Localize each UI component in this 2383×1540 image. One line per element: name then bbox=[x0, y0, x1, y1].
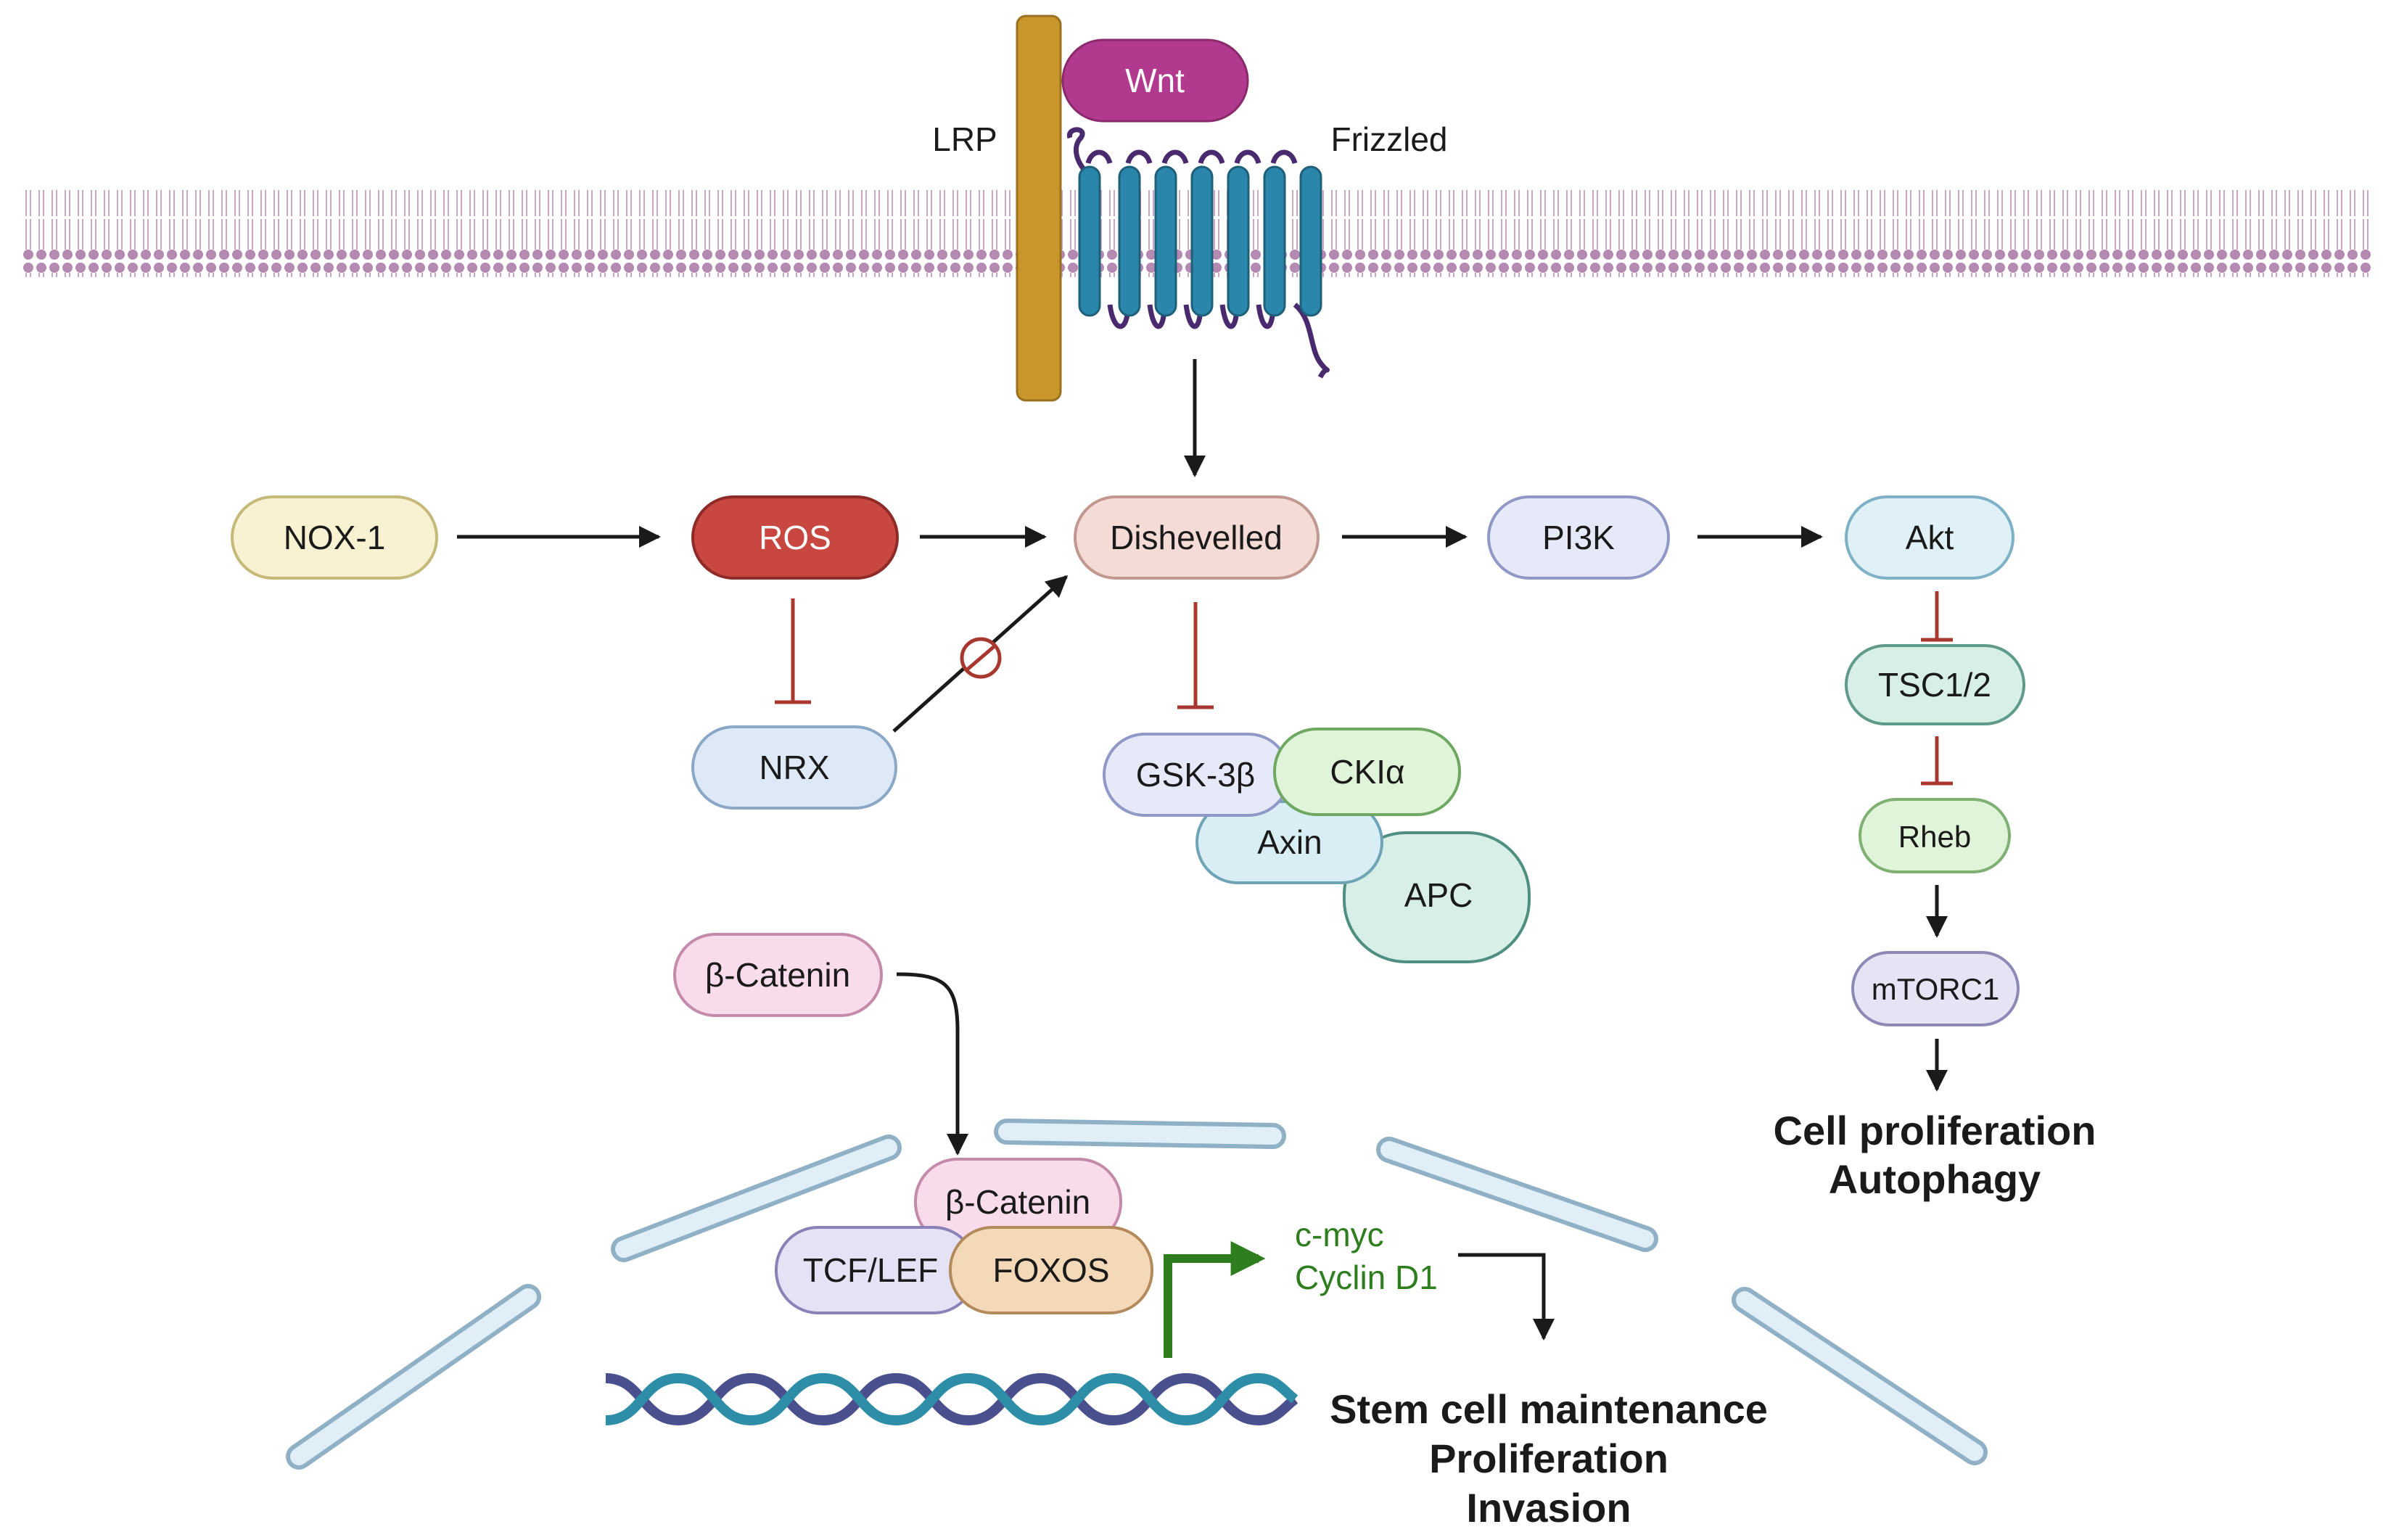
wnt-ligand: Wnt bbox=[1061, 38, 1249, 123]
outcome-proliferation: Proliferation bbox=[1429, 1436, 1668, 1481]
wnt-label: Wnt bbox=[1125, 62, 1185, 99]
node-ros: ROS bbox=[691, 495, 899, 580]
gene-cmyc: c-myc bbox=[1295, 1216, 1384, 1253]
nrx-label: NRX bbox=[759, 749, 829, 786]
node-pi3k: PI3K bbox=[1487, 495, 1670, 580]
node-foxo: FOXOS bbox=[949, 1226, 1153, 1314]
bcatenin-nuc-label: β-Catenin bbox=[945, 1183, 1090, 1221]
node-bcatenin-cytoplasm: β-Catenin bbox=[673, 933, 883, 1017]
ros-label: ROS bbox=[759, 519, 831, 556]
outcome-nuclear: Stem cell maintenance Proliferation Inva… bbox=[1330, 1386, 1768, 1531]
blocked-icon bbox=[960, 637, 1002, 679]
node-dishevelled: Dishevelled bbox=[1074, 495, 1320, 580]
frizzled-label: Frizzled bbox=[1330, 120, 1447, 158]
target-genes: c-myc Cyclin D1 bbox=[1295, 1216, 1438, 1296]
node-apc: APC bbox=[1343, 831, 1531, 963]
node-nrx: NRX bbox=[691, 725, 897, 810]
rheb-label: Rheb bbox=[1898, 820, 1971, 854]
node-nox1: NOX-1 bbox=[231, 495, 438, 580]
node-akt: Akt bbox=[1845, 495, 2014, 580]
bcatenin-cyto-label: β-Catenin bbox=[705, 956, 850, 994]
outcome-invasion: Invasion bbox=[1466, 1485, 1631, 1531]
gsk3b-label: GSK-3β bbox=[1136, 756, 1256, 794]
transcription-complex: β-Catenin TCF/LEF FOXOS bbox=[775, 1158, 1153, 1314]
node-rheb: Rheb bbox=[1859, 798, 2011, 873]
node-mtorc1: mTORC1 bbox=[1851, 951, 2020, 1026]
destruction-complex: APC Axin GSK-3β CKIα bbox=[1103, 728, 1531, 963]
ck1a-label: CKIα bbox=[1330, 753, 1404, 791]
lrp-coreceptor bbox=[1016, 15, 1062, 402]
outcome-autophagy: Autophagy bbox=[1829, 1156, 2041, 1202]
dna-helix bbox=[605, 1372, 1298, 1426]
node-tcf-lef: TCF/LEF bbox=[775, 1226, 977, 1314]
transcription-arrow bbox=[1164, 1241, 1266, 1358]
axin-label: Axin bbox=[1257, 823, 1322, 861]
nox1-label: NOX-1 bbox=[284, 519, 386, 556]
inhibition-arrows bbox=[775, 591, 1953, 786]
tcf-label: TCF/LEF bbox=[803, 1251, 939, 1289]
tsc-label: TSC1/2 bbox=[1878, 666, 1991, 704]
mtorc1-label: mTORC1 bbox=[1872, 972, 2000, 1006]
akt-label: Akt bbox=[1906, 519, 1954, 556]
node-tsc: TSC1/2 bbox=[1845, 644, 2025, 725]
nuclear-envelope bbox=[286, 1119, 1988, 1470]
inhibit-akt-tsc bbox=[1921, 591, 1953, 642]
dishevelled-label: Dishevelled bbox=[1110, 519, 1283, 556]
arrow-bcatenin-to-nucleus bbox=[896, 972, 968, 1156]
inhibit-dishevelled-destruction-complex bbox=[1177, 602, 1214, 709]
inhibit-ros-nrx bbox=[775, 598, 811, 704]
node-gsk3b: GSK-3β bbox=[1103, 733, 1291, 817]
gene-cyclin-d1: Cyclin D1 bbox=[1295, 1259, 1438, 1296]
node-axin: Axin bbox=[1195, 800, 1383, 884]
lrp-label: LRP bbox=[932, 120, 997, 158]
frizzled-receptor bbox=[1067, 127, 1330, 379]
inhibit-tsc-rheb bbox=[1921, 736, 1953, 786]
apc-label: APC bbox=[1404, 876, 1473, 914]
node-ck1a: CKIα bbox=[1273, 728, 1461, 816]
outcome-cell-proliferation: Cell proliferation bbox=[1774, 1108, 2096, 1153]
outcome-mtor: Cell proliferation Autophagy bbox=[1774, 1108, 2096, 1202]
node-bcatenin-nucleus: β-Catenin bbox=[914, 1158, 1122, 1246]
foxo-label: FOXOS bbox=[992, 1251, 1109, 1289]
outcome-stem-cell: Stem cell maintenance bbox=[1330, 1386, 1768, 1432]
pi3k-label: PI3K bbox=[1542, 519, 1615, 556]
arrow-genes-to-outcome bbox=[1458, 1253, 1555, 1341]
